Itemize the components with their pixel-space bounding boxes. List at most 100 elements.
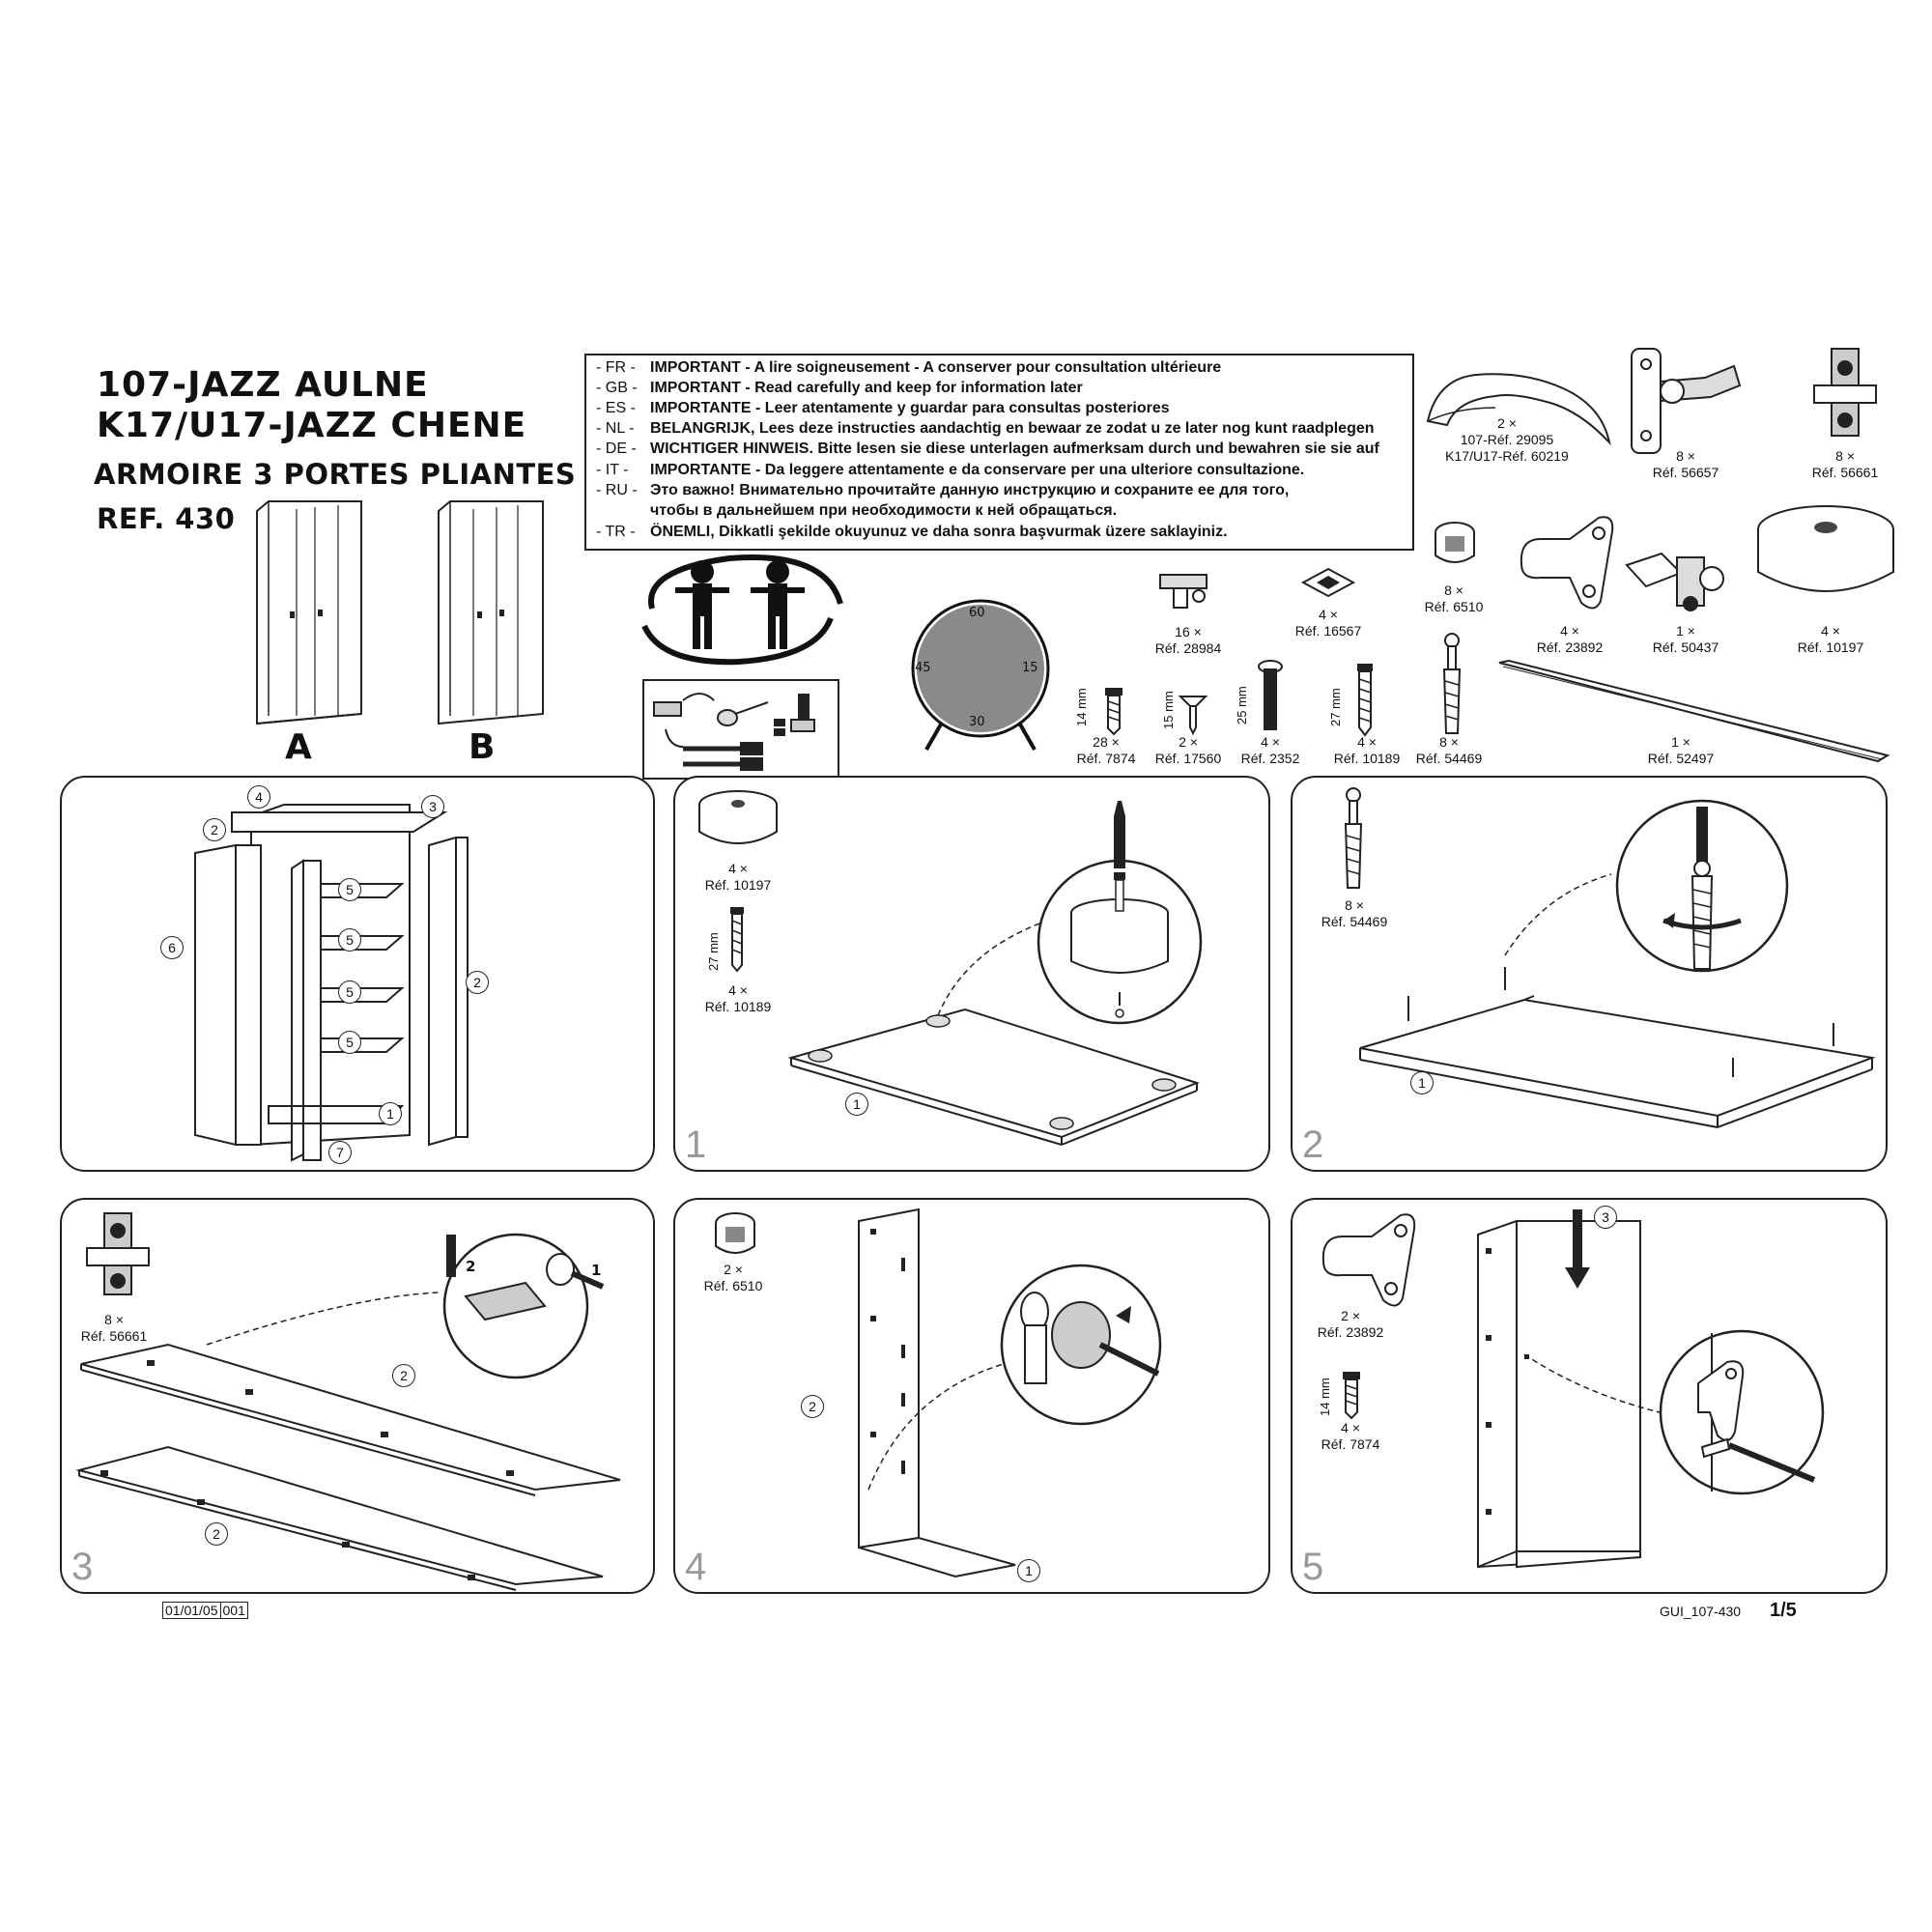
step3-plate-label: 8 ×Réf. 56661 [80,1312,148,1344]
callout-6: 6 [160,936,184,959]
screw-7874-icon [1105,688,1122,736]
step4-cam-label: 2 ×Réf. 6510 [703,1262,763,1293]
part-bolt-label: 8 ×Réf. 54469 [1415,734,1483,766]
part-bracket-label: 4 ×Réf. 23892 [1536,623,1604,655]
connector-bolt-icon [1344,787,1363,889]
step-1-panel: 4 ×Réf. 10197 27 mm 4 ×Réf. 10189 1 1 [673,776,1270,1172]
callout-2-top: 2 [203,818,226,841]
step1-foot-label: 4 ×Réf. 10197 [704,861,772,893]
part-hinge-label: 8 ×Réf. 56657 [1652,448,1719,480]
tools-required-box [642,679,839,780]
screw-10189-length: 27 mm [1328,688,1343,726]
step-3-panel: 8 ×Réf. 56661 2 2 2 1 3 [60,1198,655,1594]
notice-row-fr: - FR -IMPORTANT - A lire soigneusement -… [596,359,1222,376]
step-2-number: 2 [1302,1123,1324,1166]
step5-carcass-illustration [1477,1209,1825,1569]
assembly-time-clock-icon [911,599,1050,751]
notice-row-tr: - TR -ÖNEMLI, Dikkatli şekilde okuyunuz … [596,524,1228,540]
product-title-line1: 107-JAZZ AULNE [97,365,429,405]
step3-callout-2b: 2 [205,1522,228,1546]
cam-lock-icon [1435,522,1475,563]
step-4-panel: 2 ×Réf. 6510 2 1 4 [673,1198,1270,1594]
callout-5c: 5 [338,980,361,1004]
tools-icon [653,693,815,771]
step2-bolt-label: 8 ×Réf. 54469 [1321,897,1388,929]
step3-order-1: 1 [591,1262,602,1279]
product-subtitle: ARMOIRE 3 PORTES PLIANTES [94,458,577,491]
screw-2352-icon [1258,660,1283,730]
callout-4: 4 [247,785,270,809]
step5-bracket-label: 2 ×Réf. 23892 [1317,1308,1384,1340]
screw-10189-icon [1357,664,1373,737]
callout-1: 1 [379,1102,402,1125]
notice-row-de: - DE -WICHTIGER HINWEIS. Bitte lesen sie… [596,440,1379,457]
step4-side-panel-illustration [858,1208,1162,1578]
step3-panels-illustration [75,1233,621,1591]
exploded-overview-panel: 4 2 3 5 5 5 5 6 2 1 7 [60,776,655,1172]
hinge-part-icon [1631,348,1742,454]
part-foot-label: 4 ×Réf. 10197 [1797,623,1864,655]
callout-3: 3 [421,795,444,818]
step1-screw-label: 4 ×Réf. 10189 [704,982,772,1014]
felt-pad-icon [1300,567,1356,598]
wardrobe-variant-b-illustration [438,500,544,725]
step-5-number: 5 [1302,1546,1324,1588]
callout-5a: 5 [338,878,361,901]
step4-callout-2: 2 [801,1395,824,1418]
callout-7: 7 [328,1141,352,1164]
screw-2352-length: 25 mm [1235,686,1249,724]
product-reference: REF. 430 [97,502,236,535]
two-persons-icon [641,554,843,666]
callout-5b: 5 [338,928,361,952]
step5-callout-3: 3 [1594,1206,1617,1229]
foot-part-icon [1757,505,1894,592]
part-mechanism-label: 1 ×Réf. 50437 [1652,623,1719,655]
rail-part-icon [1498,659,1890,763]
footer-page-number: 1/5 [1770,1600,1797,1621]
step1-callout-1: 1 [845,1093,868,1116]
hinge-plate-icon [86,1212,150,1295]
step-3-number: 3 [71,1546,94,1588]
wardrobe-variant-a-illustration [256,500,362,725]
step-1-number: 1 [685,1123,707,1166]
step3-callout-2a: 2 [392,1364,415,1387]
footer-document-code: GUI_107-430 [1660,1604,1742,1619]
folding-mechanism-icon [1625,552,1724,611]
callout-2-right: 2 [466,971,489,994]
step2-board-illustration [1359,799,1876,1128]
step5-screw-label: 4 ×Réf. 7874 [1321,1420,1380,1452]
step1-board-illustration [787,801,1203,1146]
clock-label-45: 45 [915,661,931,675]
variant-b-label: B [469,727,496,767]
important-notice-box: - FR -IMPORTANT - A lire soigneusement -… [584,354,1414,551]
notice-row-es: - ES -IMPORTANTE - Leer atentamente y gu… [596,400,1170,416]
part-screw-17560-label: 2 ×Réf. 17560 [1154,734,1222,766]
foot-part-icon [698,790,778,844]
connector-bolt-icon [1442,633,1462,734]
step4-callout-1: 1 [1017,1559,1040,1582]
screw-7874-icon [1343,1372,1360,1420]
part-screw-2352-label: 4 ×Réf. 2352 [1240,734,1300,766]
part-hinge-plate-label: 8 ×Réf. 56661 [1811,448,1879,480]
notice-row-nl: - NL -BELANGRIJK, Lees deze instructies … [596,420,1375,437]
exploded-wardrobe-illustration [194,804,469,1162]
hinge-plate-icon [1813,348,1877,437]
screw-7874-length: 14 mm [1074,688,1089,726]
wall-bracket-icon [1520,516,1614,610]
notice-row-it: - IT -IMPORTANTE - Da leggere attentamen… [596,462,1305,478]
screw-17560-length: 15 mm [1161,691,1176,729]
variant-a-label: A [285,727,312,767]
product-title-line2: K17/U17-JAZZ CHENE [97,406,527,445]
part-felt-pad-label: 4 ×Réf. 16567 [1294,607,1362,639]
notice-row-ru-cont: чтобы в дальнейшем при необходимости к н… [650,502,1118,519]
step-4-number: 4 [685,1546,707,1588]
clock-label-60: 60 [969,606,985,620]
notice-row-gb: - GB -IMPORTANT - Read carefully and kee… [596,380,1083,396]
step2-callout-1: 1 [1410,1071,1434,1094]
shelf-support-icon [1159,574,1208,609]
callout-5d: 5 [338,1031,361,1054]
part-shelf-support-label: 16 ×Réf. 28984 [1154,624,1222,656]
notice-row-ru: - RU -Это важно! Внимательно прочитайте … [596,482,1290,498]
